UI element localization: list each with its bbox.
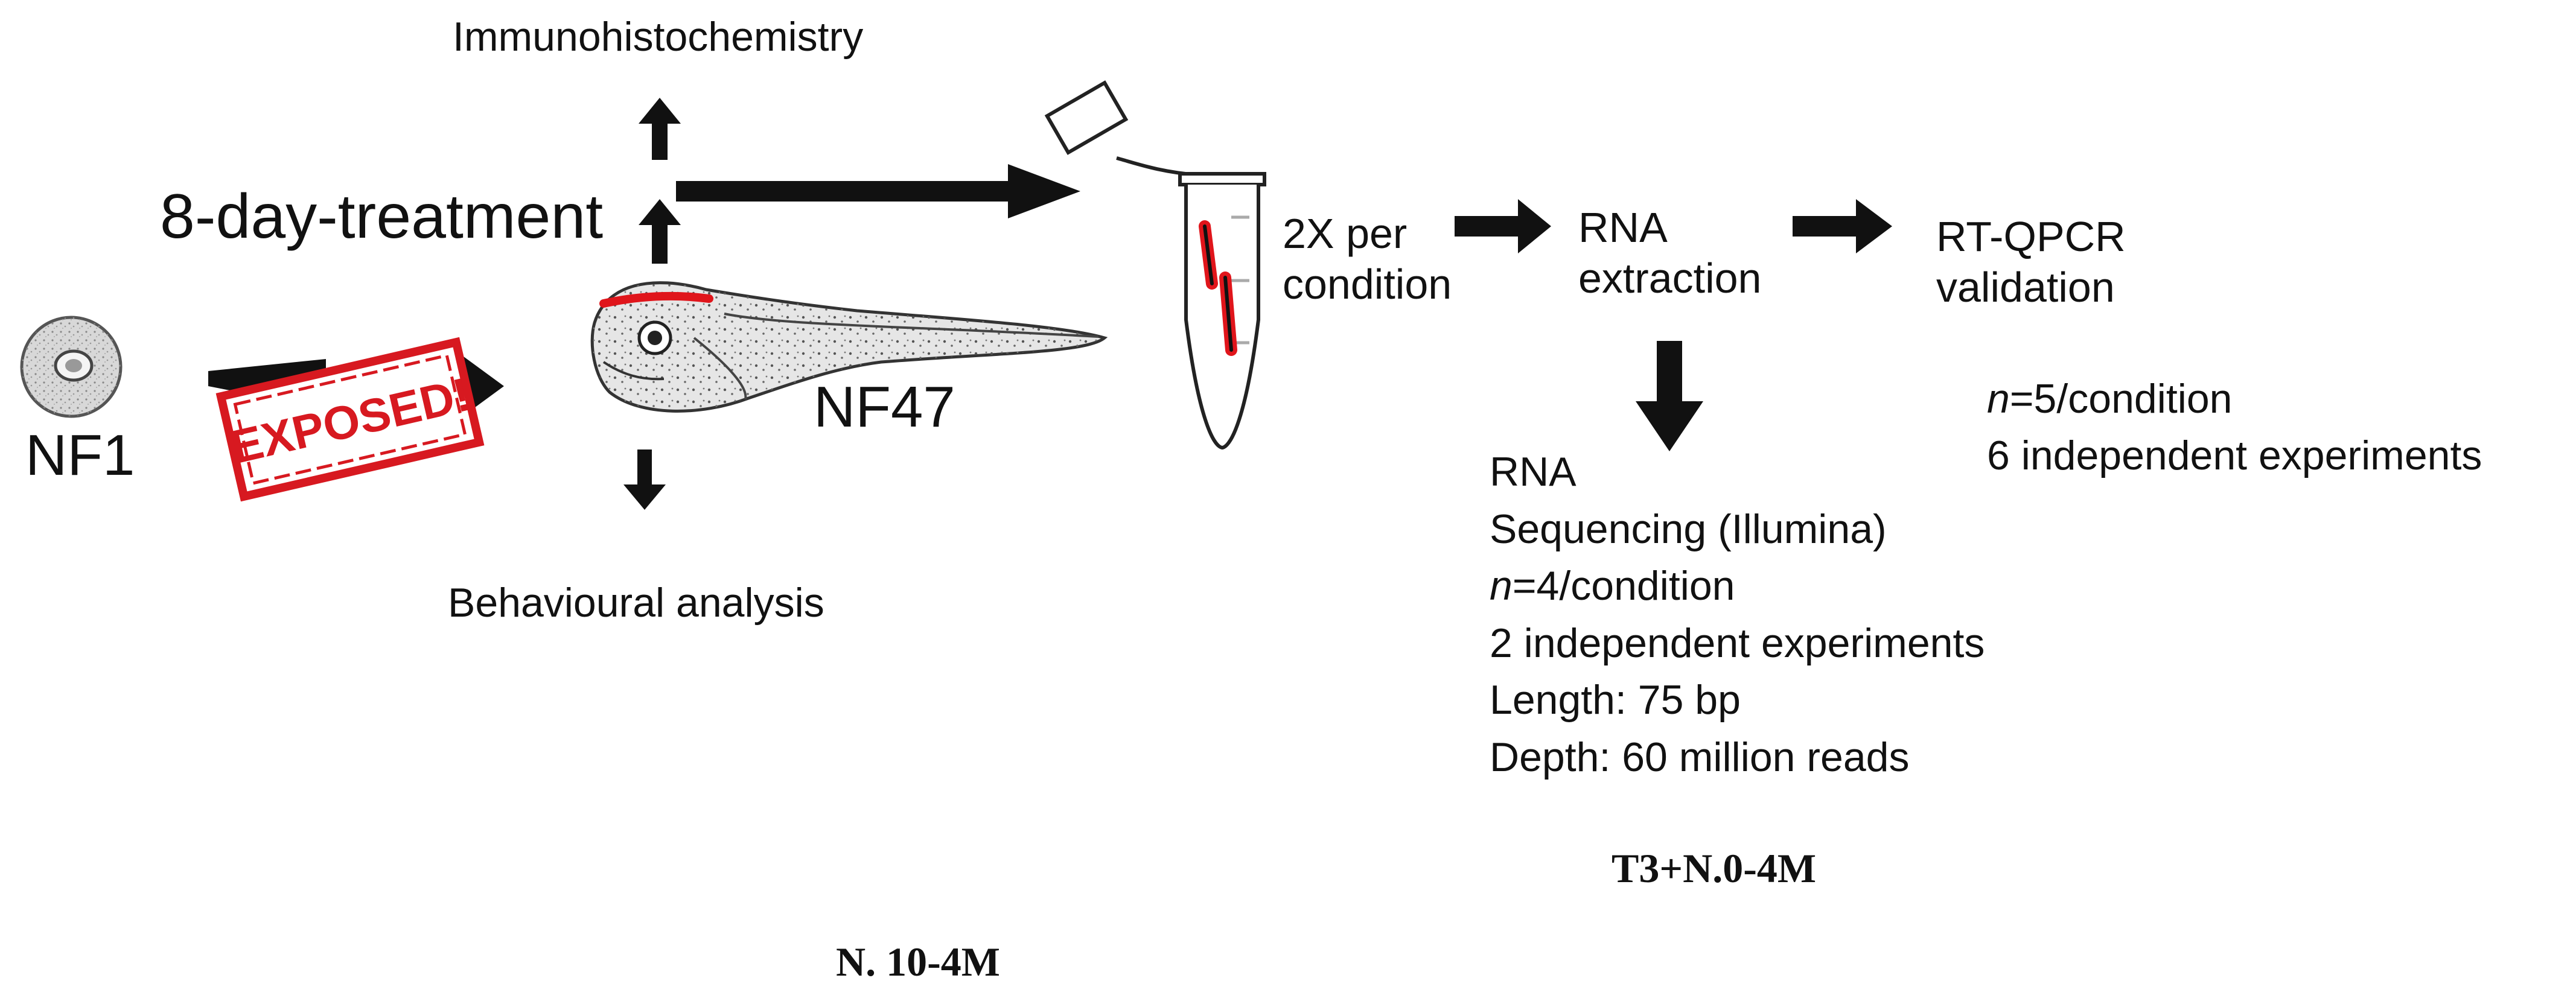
exposed-stamp-icon: EXPOSED!	[215, 337, 485, 502]
rtqpcr-sample-size: n=5/condition	[1987, 371, 2482, 428]
arrow-down-behaviour	[623, 449, 666, 510]
rna-extraction-line-1: RNA	[1578, 204, 1668, 251]
rtqpcr-experiments: 6 independent experiments	[1987, 432, 2482, 478]
immunohistochemistry-label: Immunohistochemistry	[453, 14, 864, 60]
rtqpcr-details: n=5/condition 6 independent experiments	[1987, 371, 2482, 484]
behaviour-label: Behavioural analysis	[448, 580, 824, 626]
sequencing-line-5: Length: 75 bp	[1490, 677, 1741, 723]
sequencing-details: RNA Sequencing (Illumina) n=4/condition …	[1490, 443, 1985, 786]
rna-extraction-line-2: extraction	[1578, 255, 1762, 302]
sequencing-line-4: 2 independent experiments	[1490, 620, 1985, 666]
rtqpcr-line-1: RT-QPCR	[1936, 213, 2126, 260]
arrow-up-immuno	[639, 98, 681, 160]
treatment-label: 8-day-treatment	[160, 182, 604, 252]
sequencing-line-2: Sequencing (Illumina)	[1490, 506, 1887, 552]
arrow-right-to-rtqpcr	[1793, 199, 1892, 253]
rtqpcr-line-2: validation	[1936, 264, 2115, 311]
rtqpcr-n-rest: =5/condition	[2009, 376, 2233, 422]
pooling-label: 2X per condition	[1283, 208, 1452, 310]
rtqpcr-n-var: n	[1987, 376, 2010, 422]
sequencing-n-var: n	[1490, 563, 1513, 609]
egg-stage-label: NF1	[25, 423, 135, 488]
rtqpcr-label: RT-QPCR validation	[1936, 211, 2126, 313]
arrow-up-treatment	[639, 199, 681, 264]
tube-illustration	[1044, 80, 1266, 450]
footer-left-label: N. 10-4M	[836, 939, 1000, 985]
pooling-line-1: 2X per	[1283, 210, 1408, 257]
egg-illustration	[20, 316, 123, 418]
sequencing-line-1: RNA	[1490, 449, 1577, 495]
rna-extraction-label: RNA extraction	[1578, 202, 1761, 303]
tadpole-stage-label: NF47	[814, 375, 955, 439]
tadpole-illustration	[590, 281, 1108, 413]
sequencing-line-6: Depth: 60 million reads	[1490, 734, 1910, 780]
footer-right-label: T3+N.0-4M	[1612, 845, 1817, 891]
pooling-line-2: condition	[1283, 261, 1452, 308]
arrow-down-to-sequencing	[1636, 341, 1703, 451]
arrow-right-to-tube	[676, 164, 1080, 218]
sequencing-sample-size: n=4/condition	[1490, 558, 1985, 615]
sequencing-n-rest: =4/condition	[1512, 563, 1735, 609]
arrow-right-to-extraction	[1455, 199, 1551, 253]
